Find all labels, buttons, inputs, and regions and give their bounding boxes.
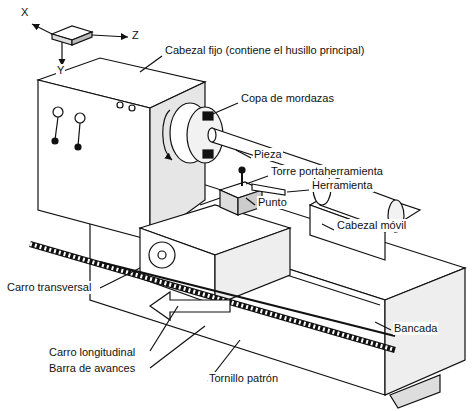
part-label: Z	[131, 29, 140, 42]
part-label: Y	[56, 64, 65, 77]
part-label: Cabezal móvil	[336, 219, 407, 232]
part-label: Carro transversal	[6, 281, 92, 294]
part-label: Tornillo patrón	[208, 372, 279, 385]
part-label: Cabezal fijo (contiene el husillo princi…	[164, 44, 365, 57]
part-label: Punto	[257, 196, 288, 209]
part-label: X	[20, 6, 29, 19]
part-label: Barra de avances	[48, 362, 136, 375]
part-label: Carro longitudinal	[48, 346, 136, 359]
part-label: Copa de mordazas	[240, 92, 335, 105]
part-label: Torre portaherramienta	[270, 165, 384, 178]
part-label: Bancada	[393, 322, 438, 335]
part-label: Pieza	[253, 148, 283, 161]
part-label: Herramienta	[311, 179, 374, 192]
